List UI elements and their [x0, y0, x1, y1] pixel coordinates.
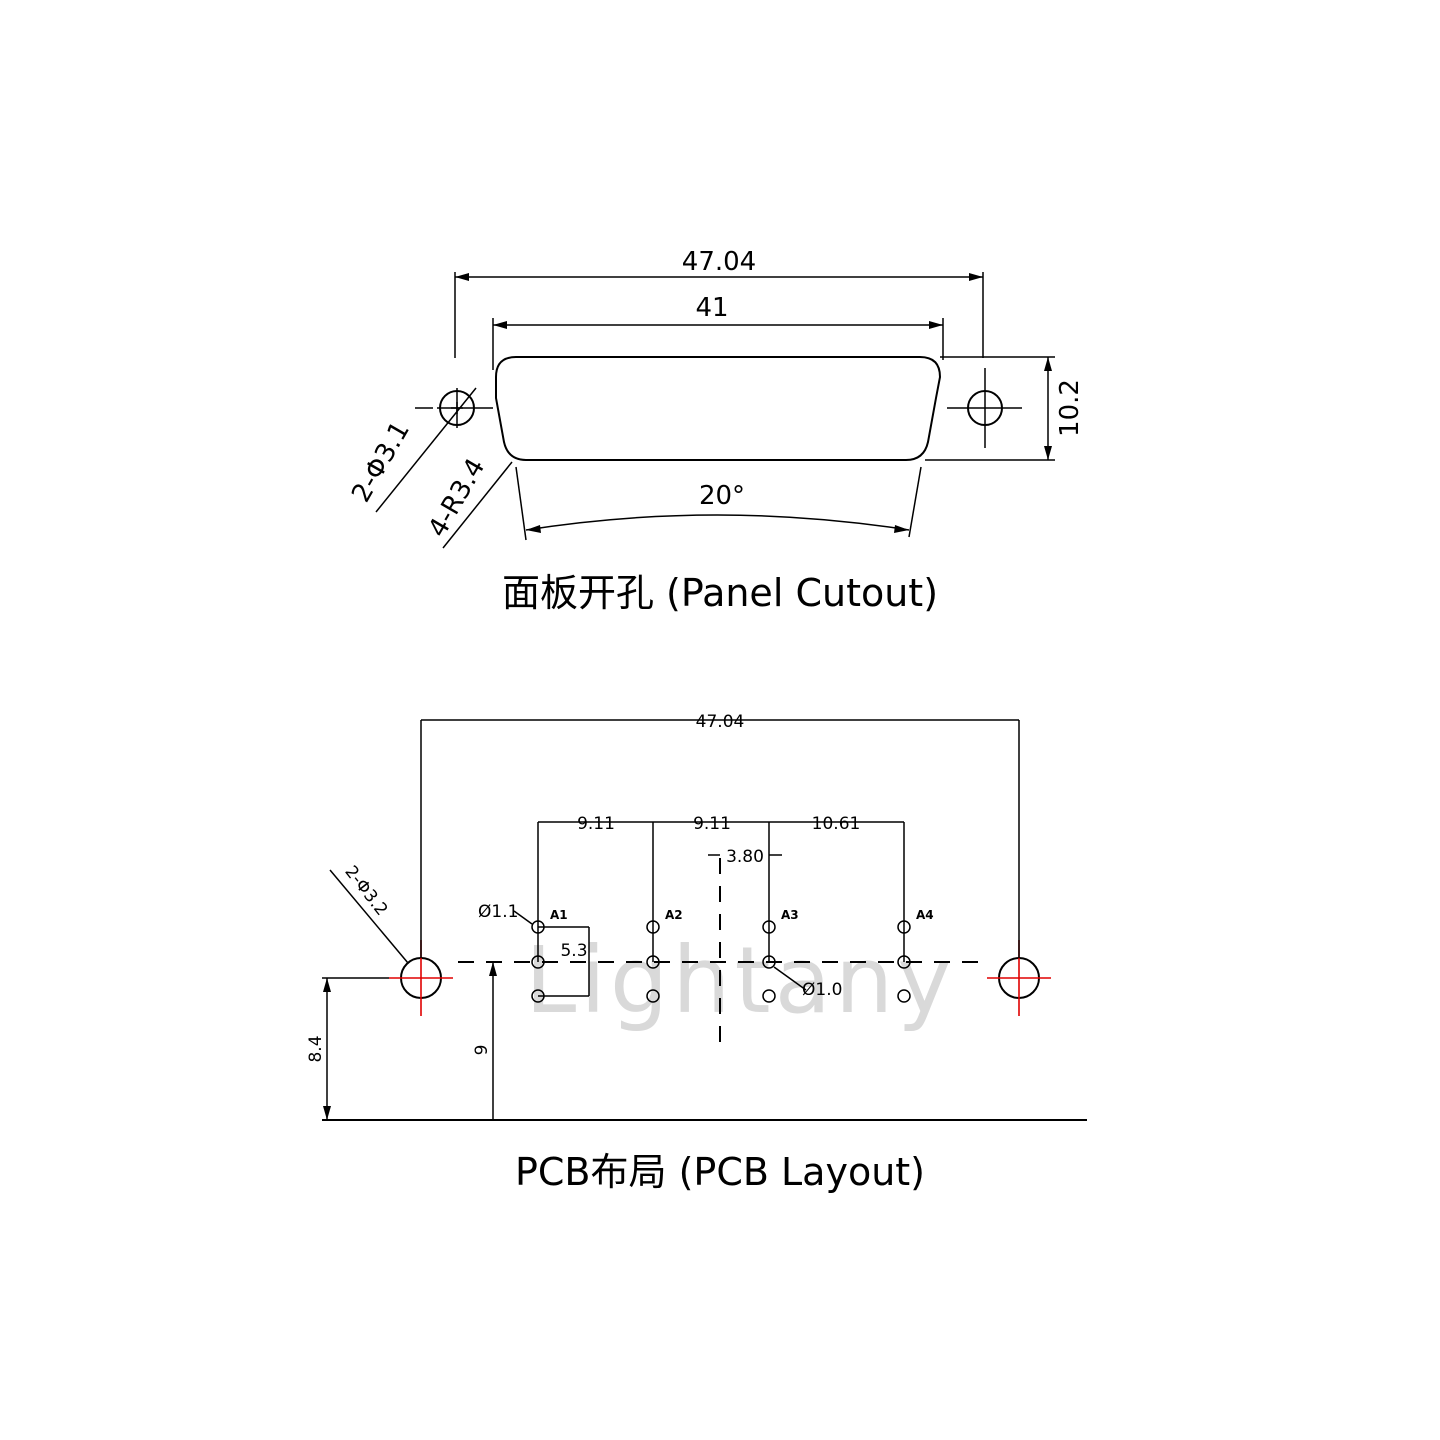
- pin-label: A2: [665, 908, 683, 922]
- pcb-dim-small-hole: Ø1.0: [773, 966, 842, 1000]
- pin-label: A3: [781, 908, 799, 922]
- pin-label: A4: [916, 908, 934, 922]
- pcb-dim-overall-width-label: 47.04: [696, 712, 745, 732]
- pcb-dim-pitch: 9.11 9.11 10.61: [537, 814, 905, 962]
- dim-angle-label: 20°: [699, 481, 745, 511]
- pin-A2: A2: [646, 908, 683, 1003]
- pcb-dim-small-hole-label: Ø1.0: [802, 980, 842, 1000]
- pin-label: A1: [550, 908, 568, 922]
- pcb-dim-mount-hole: 2-Φ3.2: [329, 862, 409, 964]
- left-mount-hole: [415, 388, 493, 428]
- pcb-layout-view: Lightany 47.04: [306, 712, 1087, 1194]
- dim-angle: 20°: [515, 466, 922, 541]
- pcb-dim-row-spacing: 5.3: [538, 926, 590, 997]
- pcb-dim-row-spacing-label: 5.3: [560, 941, 587, 961]
- pcb-layout-caption: PCB布局 (PCB Layout): [515, 1150, 925, 1194]
- dim-height: 10.2: [925, 356, 1085, 461]
- pin-A1: A1: [531, 908, 568, 1003]
- pcb-dim-offset-label: 3.80: [726, 847, 764, 867]
- pcb-dim-pin-hole-label: Ø1.1: [478, 902, 518, 922]
- pcb-dim-offset: 3.80: [708, 847, 782, 867]
- pcb-dim-mount-height-label: 8.4: [306, 1035, 326, 1062]
- cutout-outline: [495, 356, 942, 461]
- dim-cutout-width: 41: [492, 293, 944, 370]
- pcb-dim-row-height-label: 9: [472, 1045, 492, 1056]
- pin-A4: A4: [897, 908, 934, 1003]
- pcb-dim-pitch-1-label: 9.11: [577, 814, 615, 834]
- dim-corner-radius: 4-R3.4: [423, 454, 513, 549]
- pcb-dim-pitch-3-label: 10.61: [812, 814, 861, 834]
- panel-cutout-view: 47.04 41 10.2 20°: [346, 247, 1085, 615]
- pcb-dim-overall-width: 47.04: [420, 712, 1020, 958]
- pcb-dim-row-height: 9: [472, 962, 497, 1120]
- pcb-dim-mount-height: 8.4: [306, 977, 389, 1120]
- dim-hole-dia-label: 2-Φ3.1: [346, 417, 416, 508]
- watermark: Lightany: [525, 927, 956, 1034]
- right-mount-hole: [947, 368, 1022, 448]
- dim-cutout-width-label: 41: [695, 293, 728, 323]
- pcb-dim-pitch-2-label: 9.11: [693, 814, 731, 834]
- dim-height-label: 10.2: [1055, 379, 1085, 437]
- dim-overall-width-label: 47.04: [682, 247, 756, 277]
- panel-cutout-caption: 面板开孔 (Panel Cutout): [502, 571, 938, 615]
- pin-A3: A3: [762, 908, 799, 1003]
- dim-overall-width: 47.04: [454, 247, 984, 358]
- pcb-dim-pin-hole: Ø1.1: [478, 902, 533, 925]
- dim-corner-radius-label: 4-R3.4: [423, 454, 492, 543]
